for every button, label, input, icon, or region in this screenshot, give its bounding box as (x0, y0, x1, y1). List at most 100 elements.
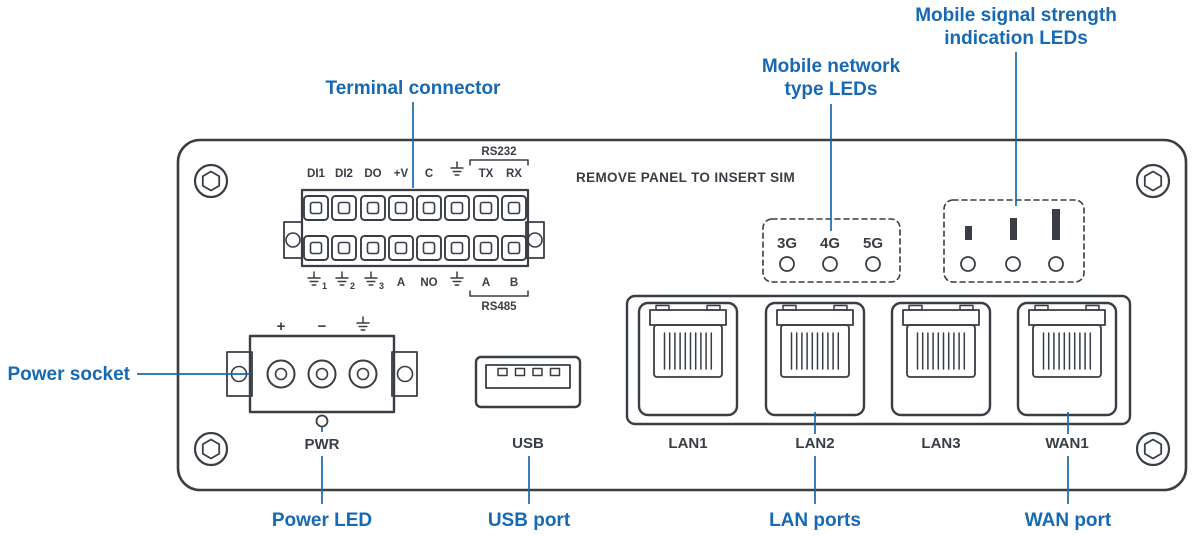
rs232-label: RS232 (481, 146, 516, 158)
power-socket-callout: Power socket (8, 364, 131, 385)
faceplate-outline (176, 138, 1188, 492)
socket-ear-hole (396, 365, 414, 383)
usb-contact (532, 367, 543, 377)
rs232-bracket (469, 159, 529, 166)
ground-icon (307, 271, 321, 286)
terminal-pin (303, 235, 329, 261)
screw-icon (193, 431, 229, 467)
led-indicator (822, 256, 838, 272)
mobile-network-callout-line2: type LEDs (785, 79, 878, 100)
led-indicator (1048, 256, 1064, 272)
terminal-body (300, 188, 530, 268)
terminal-label-di2: DI2 (335, 168, 353, 180)
socket-contact (348, 359, 378, 389)
usb-outline (474, 355, 582, 409)
screw-icon (1135, 163, 1171, 199)
terminal-pin (444, 195, 470, 221)
lan3-port (890, 301, 992, 417)
socket-contact (266, 359, 296, 389)
terminal-label-rx: RX (506, 168, 522, 180)
terminal-label-a2: A (482, 277, 490, 289)
terminal-label-tx: TX (479, 168, 494, 180)
ground-subscript-2: 2 (350, 281, 355, 291)
usb-tongue (485, 364, 571, 389)
led-indicator (779, 256, 795, 272)
signal-strength-leds (943, 199, 1085, 283)
ground-subscript-3: 3 (379, 281, 384, 291)
led-indicator (1005, 256, 1021, 272)
socket-contact-center (274, 367, 288, 381)
usb-contact (549, 367, 561, 377)
rs485-label: RS485 (481, 301, 517, 313)
lan3-label: LAN3 (921, 435, 960, 452)
terminal-pin (473, 235, 499, 261)
terminal-pin (331, 195, 357, 221)
terminal-pin (473, 195, 499, 221)
wan1-label: WAN1 (1045, 435, 1088, 452)
terminal-label-b: B (510, 277, 518, 289)
faceplate (176, 138, 1188, 492)
lan2-label: LAN2 (795, 435, 834, 452)
terminal-label-di1: DI1 (307, 168, 326, 180)
usb-port: USB (474, 355, 582, 452)
socket-plus-label: + (277, 318, 286, 335)
terminal-pin (416, 235, 442, 261)
signal-leds-box (943, 199, 1085, 283)
terminal-pin (416, 195, 442, 221)
usb-port-callout: USB port (488, 510, 571, 531)
network-led-label-4g: 4G (820, 235, 840, 252)
ground-icon (450, 161, 464, 176)
socket-minus-label: − (318, 318, 327, 335)
ground-subscript-1: 1 (322, 281, 327, 291)
terminal-connector-callout: Terminal connector (326, 78, 502, 99)
lan2-port (764, 301, 866, 417)
signal-strength-callout-line1: Mobile signal strength (915, 5, 1117, 26)
mobile-network-callout-line1: Mobile network (762, 56, 901, 77)
terminal-pin (303, 195, 329, 221)
usb-contact (514, 367, 526, 377)
terminal-label-plus-v: +V (394, 168, 409, 180)
terminal-label-c: C (425, 168, 433, 180)
usb-contact (497, 367, 508, 377)
terminal-pin (331, 235, 357, 261)
network-led-label-3g: 3G (777, 235, 797, 252)
led-indicator (865, 256, 881, 272)
terminal-pin (388, 195, 414, 221)
terminal-ear-hole (285, 232, 301, 248)
callout-lines (137, 52, 1069, 504)
network-led-label-5g: 5G (863, 235, 883, 252)
ground-icon (335, 271, 349, 286)
screw-icon (1135, 431, 1171, 467)
pwr-label: PWR (305, 436, 340, 453)
socket-body (248, 334, 396, 414)
terminal-pin (388, 235, 414, 261)
power-socket: + − PWR (226, 316, 418, 453)
signal-bar (965, 226, 972, 240)
terminal-pin (444, 235, 470, 261)
ground-icon (364, 271, 378, 286)
terminal-label-a1: A (397, 277, 405, 289)
lan1-label: LAN1 (668, 435, 707, 452)
sim-note: REMOVE PANEL TO INSERT SIM (576, 170, 795, 185)
ground-icon (450, 271, 464, 286)
terminal-pin (360, 195, 386, 221)
signal-bar (1052, 209, 1060, 240)
ground-icon (356, 316, 370, 331)
usb-label: USB (512, 435, 544, 452)
socket-contact-center (315, 367, 329, 381)
terminal-pin (501, 235, 527, 261)
ethernet-block-outline (625, 294, 1132, 426)
mobile-network-type-leds: 3G 4G 5G (762, 218, 901, 283)
ethernet-ports: LAN1 LAN2 LAN3 WAN1 (625, 294, 1132, 452)
terminal-connector: DI1 DI2 DO +V C TX RX RS232 1 2 3 A NO A… (283, 146, 545, 313)
terminal-pin (501, 195, 527, 221)
wan1-port (1016, 301, 1118, 417)
screw-icon (193, 163, 229, 199)
lan1-port (637, 301, 739, 417)
power-led-indicator (315, 414, 329, 428)
power-led-callout: Power LED (272, 510, 372, 531)
terminal-label-do: DO (364, 168, 381, 180)
signal-strength-callout-line2: indication LEDs (944, 28, 1088, 49)
